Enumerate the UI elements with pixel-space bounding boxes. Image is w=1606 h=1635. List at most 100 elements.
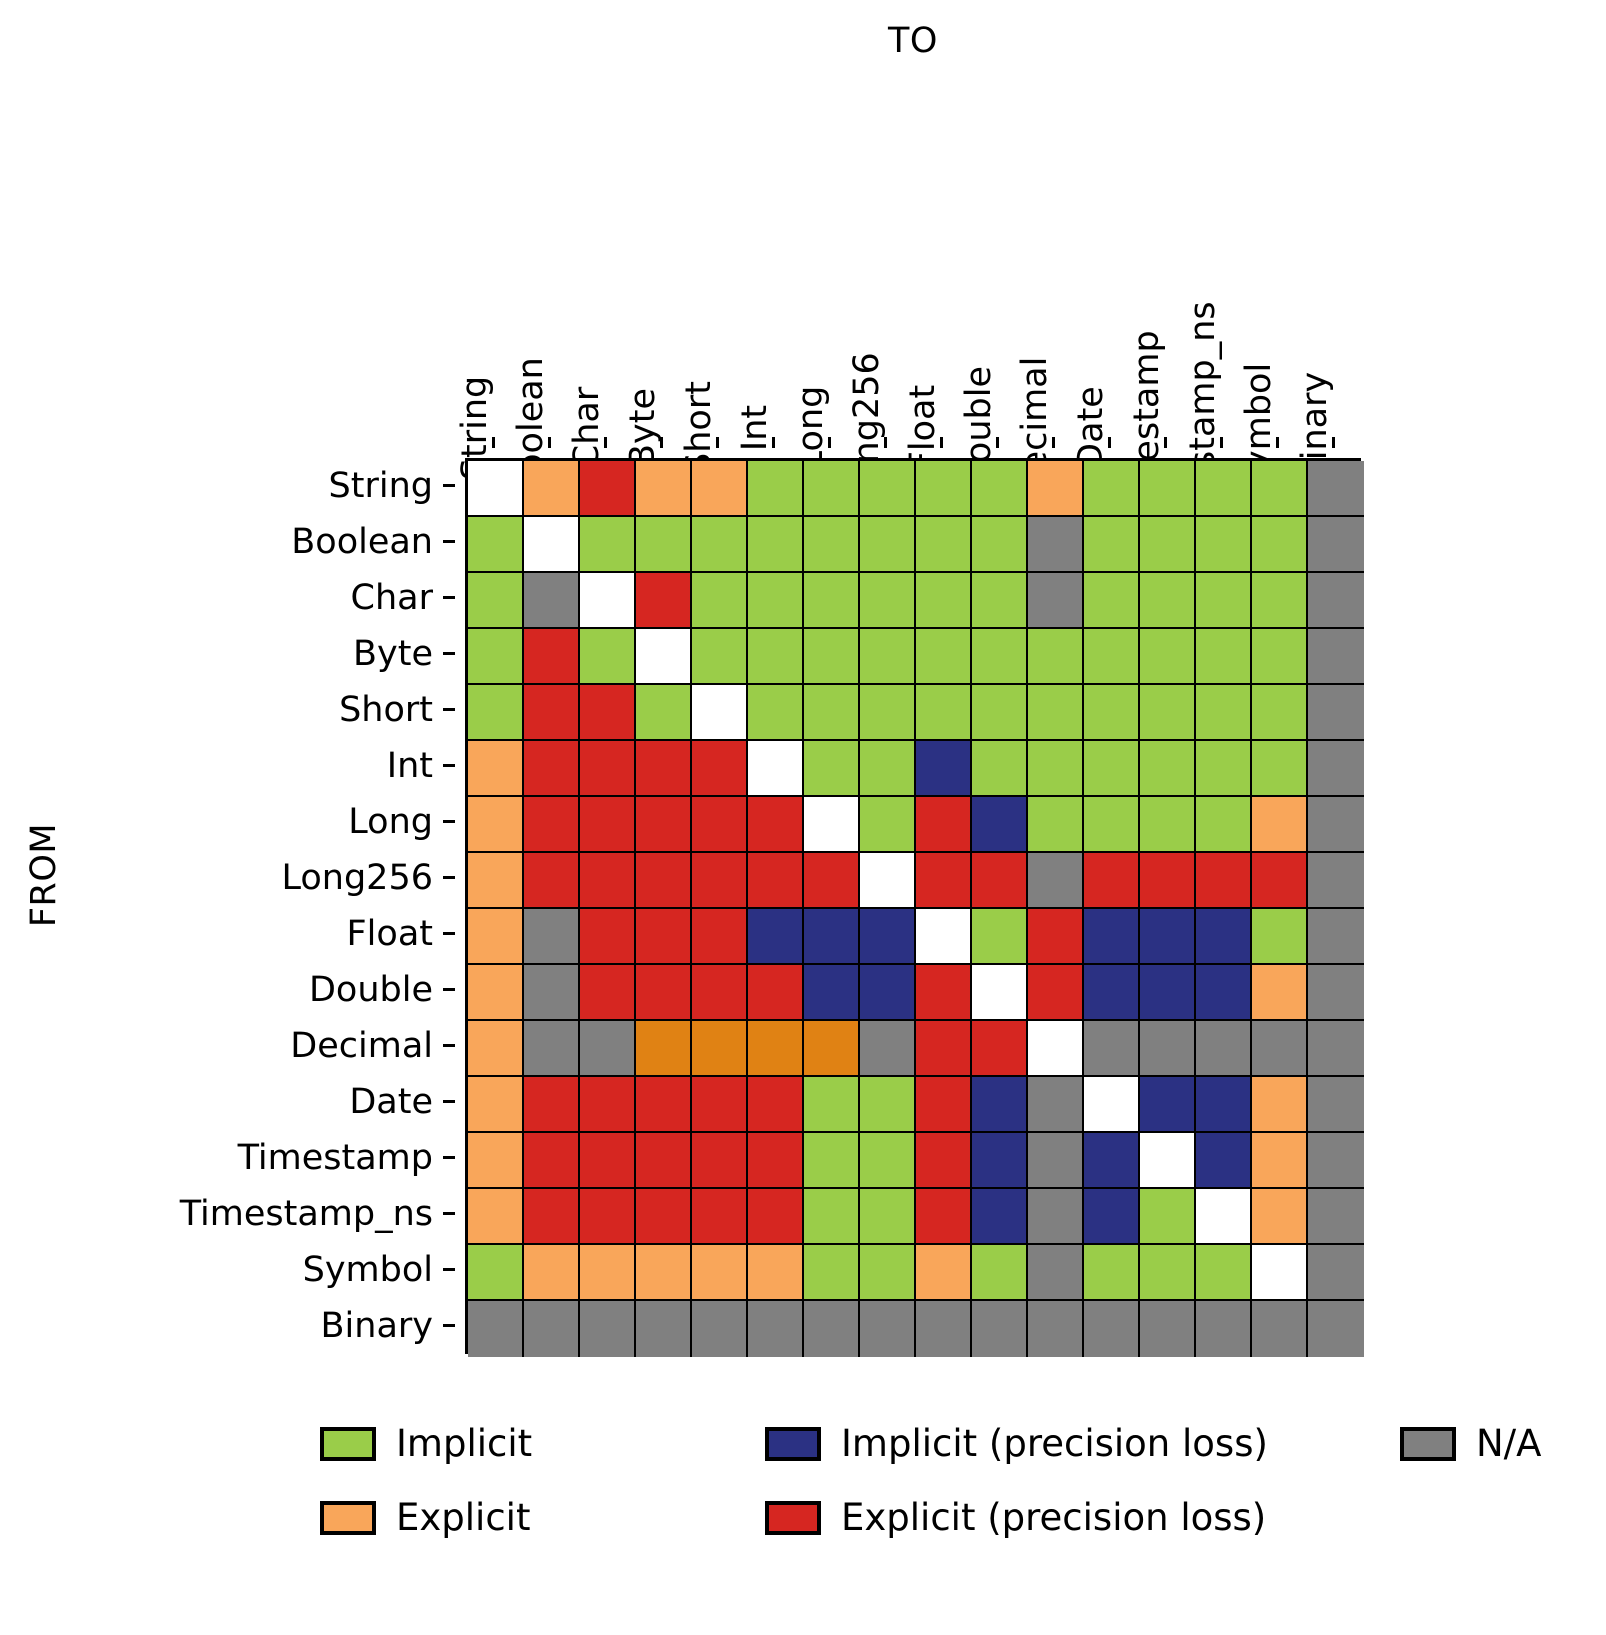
row-header-byte: Byte: [353, 634, 433, 674]
matrix-cell: [636, 461, 692, 517]
matrix-cell: [804, 573, 860, 629]
matrix-cell: [524, 1189, 580, 1245]
matrix-cell: [860, 853, 916, 909]
matrix-cell: [860, 909, 916, 965]
x-axis-tick: [604, 437, 607, 448]
matrix-cell: [1308, 853, 1364, 909]
x-axis-tick: [1164, 437, 1167, 448]
matrix-cell: [748, 461, 804, 517]
matrix-cell: [860, 685, 916, 741]
matrix-cell: [1140, 1133, 1196, 1189]
matrix-cell: [1028, 461, 1084, 517]
matrix-cell: [804, 741, 860, 797]
matrix-cell: [1140, 1301, 1196, 1357]
x-axis-tick: [1108, 437, 1111, 448]
matrix-cell: [468, 573, 524, 629]
matrix-cell: [636, 1133, 692, 1189]
matrix-cell: [636, 797, 692, 853]
matrix-cell: [1140, 797, 1196, 853]
matrix-cell: [1196, 1133, 1252, 1189]
matrix-cell: [692, 1133, 748, 1189]
matrix-cell: [804, 517, 860, 573]
column-header-label: Char: [567, 386, 607, 470]
matrix-cell: [692, 741, 748, 797]
legend-label: Explicit: [396, 1496, 531, 1539]
matrix-cell: [1084, 965, 1140, 1021]
matrix-cell: [692, 517, 748, 573]
column-header-char: Char: [567, 120, 633, 469]
matrix-cell: [748, 909, 804, 965]
x-axis-title: TO: [888, 21, 938, 61]
column-header-long256: Long256: [847, 120, 913, 504]
matrix-cell: [860, 1133, 916, 1189]
matrix-cell: [1308, 1245, 1364, 1301]
matrix-cell: [1084, 1245, 1140, 1301]
matrix-cell: [916, 461, 972, 517]
y-axis-tick: [443, 708, 455, 711]
matrix-cell: [1308, 909, 1364, 965]
matrix-cell: [1308, 741, 1364, 797]
matrix-cell: [1084, 1077, 1140, 1133]
x-axis-tick: [1052, 437, 1055, 448]
matrix-cell: [972, 965, 1028, 1021]
matrix-cell: [1140, 1077, 1196, 1133]
matrix-cell: [748, 685, 804, 741]
matrix-cell: [1308, 1301, 1364, 1357]
matrix-cell: [636, 853, 692, 909]
matrix-cell: [748, 1021, 804, 1077]
matrix-cell: [1084, 741, 1140, 797]
matrix-cell: [972, 517, 1028, 573]
column-header-short: Short: [679, 120, 745, 475]
matrix-cell: [692, 965, 748, 1021]
matrix-cell: [1028, 517, 1084, 573]
column-header-long: Long: [791, 120, 857, 470]
matrix-cell: [1028, 1301, 1084, 1357]
column-header-float: Float: [903, 120, 969, 471]
matrix-cell: [916, 517, 972, 573]
matrix-cell: [636, 517, 692, 573]
matrix-cell: [636, 1189, 692, 1245]
legend-swatch-na: [1400, 1427, 1456, 1461]
x-axis-tick: [940, 437, 943, 448]
matrix-cell: [972, 573, 1028, 629]
row-header-decimal: Decimal: [290, 1026, 433, 1066]
legend-swatch-explicit-loss: [765, 1501, 821, 1535]
matrix-cell: [1196, 741, 1252, 797]
matrix-cell: [1252, 965, 1308, 1021]
matrix-cell: [916, 909, 972, 965]
matrix-cell: [860, 1245, 916, 1301]
matrix-cell: [1252, 573, 1308, 629]
matrix-cell: [1196, 853, 1252, 909]
matrix-cell: [524, 909, 580, 965]
matrix-cell: [860, 741, 916, 797]
matrix-cell: [468, 1133, 524, 1189]
matrix-cell: [1140, 741, 1196, 797]
matrix-cell: [580, 853, 636, 909]
y-axis-tick: [443, 764, 455, 767]
matrix-cell: [524, 517, 580, 573]
matrix-cell: [636, 1301, 692, 1357]
matrix-cell: [860, 1189, 916, 1245]
matrix-cell: [524, 1133, 580, 1189]
matrix-cell: [1252, 1245, 1308, 1301]
matrix-cell: [636, 1245, 692, 1301]
matrix-cell: [1196, 1245, 1252, 1301]
matrix-cell: [524, 685, 580, 741]
matrix-cell: [1252, 1189, 1308, 1245]
row-header-boolean: Boolean: [291, 522, 433, 562]
matrix-cell: [860, 797, 916, 853]
matrix-cell: [1252, 685, 1308, 741]
matrix-cell: [1028, 1077, 1084, 1133]
matrix-cell: [636, 909, 692, 965]
matrix-cell: [972, 629, 1028, 685]
row-header-short: Short: [339, 690, 433, 730]
column-header-timestamp_ns: Timestamp_ns: [1183, 120, 1249, 555]
row-header-timestamp: Timestamp: [237, 1138, 433, 1178]
matrix-cell: [580, 1245, 636, 1301]
matrix-cell: [916, 1021, 972, 1077]
matrix-cell: [860, 1077, 916, 1133]
matrix-cell: [636, 1021, 692, 1077]
matrix-cell: [1140, 685, 1196, 741]
matrix-cell: [1308, 1133, 1364, 1189]
